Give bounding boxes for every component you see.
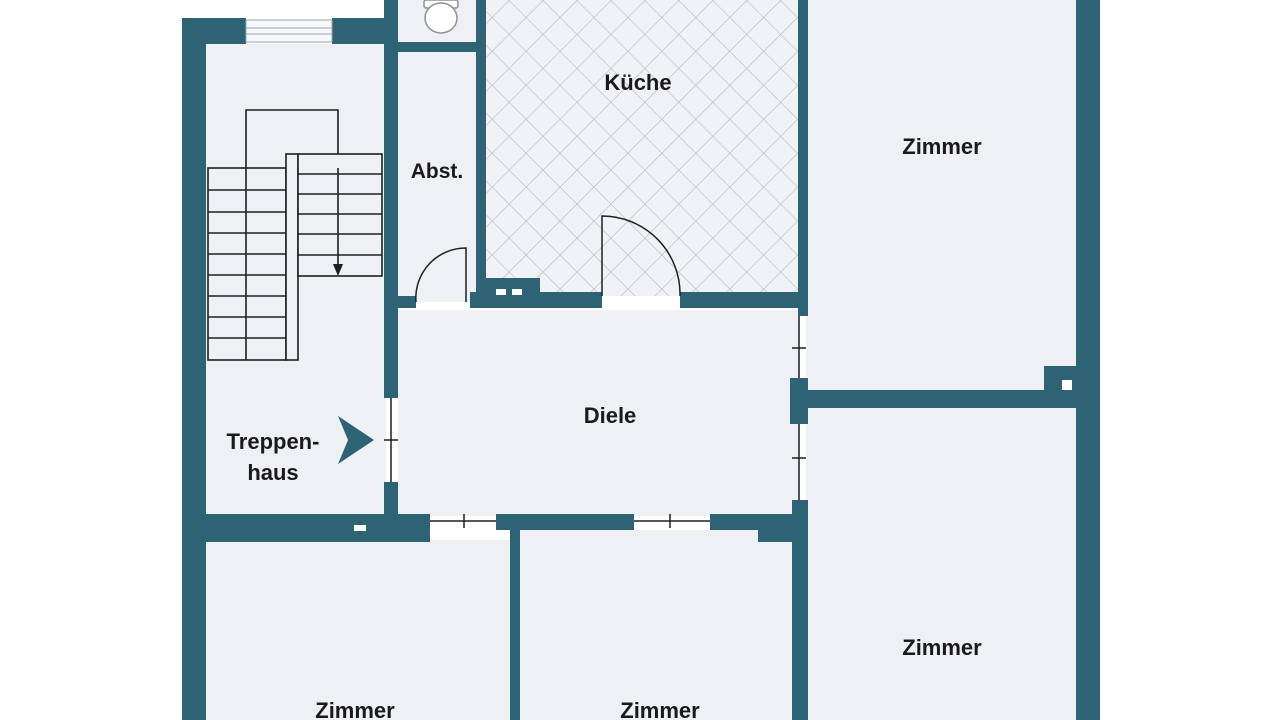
wall-mid-step [758,514,806,542]
wall-outer-right [1076,0,1100,720]
floor-abst [398,52,476,302]
floor-areas [206,0,1076,720]
wall-column [1044,366,1078,394]
door-kueche [601,215,681,297]
floor-kueche-tiles [486,0,798,296]
floor-zimmer-right-lower [806,408,1076,720]
wall-wc-bottom [390,42,482,52]
label-diele: Diele [584,403,637,428]
wall-mid-horizontal-a [182,514,430,542]
wall-diele-right-mid [790,378,808,424]
vent-kitchen-a [496,289,506,295]
vent-column [1062,380,1072,390]
wall-top-left-a [182,18,246,44]
label-treppenhaus-1: Treppen- [227,429,320,454]
wall-outer-left [182,18,206,720]
vent-stair [354,525,366,531]
toilet-icon [423,0,459,34]
wall-kitchen-right [798,0,808,316]
door-diele-right-lower [792,424,806,500]
walls [182,0,1100,720]
label-zimmer-bottom-left: Zimmer [315,698,395,720]
doors [384,215,806,528]
floor-zimmer-top-right [806,0,1076,390]
wall-mid-horizontal-b [496,514,634,530]
windows [245,19,333,43]
floor-zimmer-bottom-middle [520,530,798,720]
label-kueche: Küche [604,70,671,95]
label-abst: Abst. [411,160,464,183]
wall-right-rooms-divider [806,390,1076,408]
label-treppenhaus-2: haus [247,460,298,485]
stair-flight-left [207,167,287,361]
label-zimmer-top-right: Zimmer [902,134,982,159]
stair-treads-left [208,168,286,360]
floor-diele [398,310,800,516]
toilet-bowl [424,2,458,34]
door-abst [415,247,467,303]
vent-kitchen-b [512,289,522,295]
stair-handrail-upper [245,109,339,168]
wall-kitchen-bottom-left [470,292,602,308]
wall-details [354,289,1072,531]
door-diele-right-upper [792,316,806,378]
floor-zimmer-bottom-left [206,540,510,720]
entrance-arrow-icon [338,416,374,464]
wall-bottom-divider [510,514,520,720]
door-diele-bottom-middle [634,514,710,528]
wall-abst-bottom [398,296,416,308]
stair-center-rail [285,153,299,361]
label-zimmer-right-lower: Zimmer [902,635,982,660]
door-diele-bottom-left [430,514,496,528]
label-zimmer-bottom-middle: Zimmer [620,698,700,720]
window-stair-top [245,19,333,43]
stair-treads-right [298,173,382,256]
wall-stair-right-upper [384,0,398,398]
wall-top-left-b [332,18,390,44]
door-stair-diele [384,398,398,482]
wall-abst-kitchen [476,0,486,302]
stair-direction-arrow [333,264,343,276]
stair-flight-right [297,153,383,277]
staircase-icon [207,109,383,361]
wall-diele-right-bottom [792,500,808,720]
wall-kitchen-bottom-right [680,292,806,308]
